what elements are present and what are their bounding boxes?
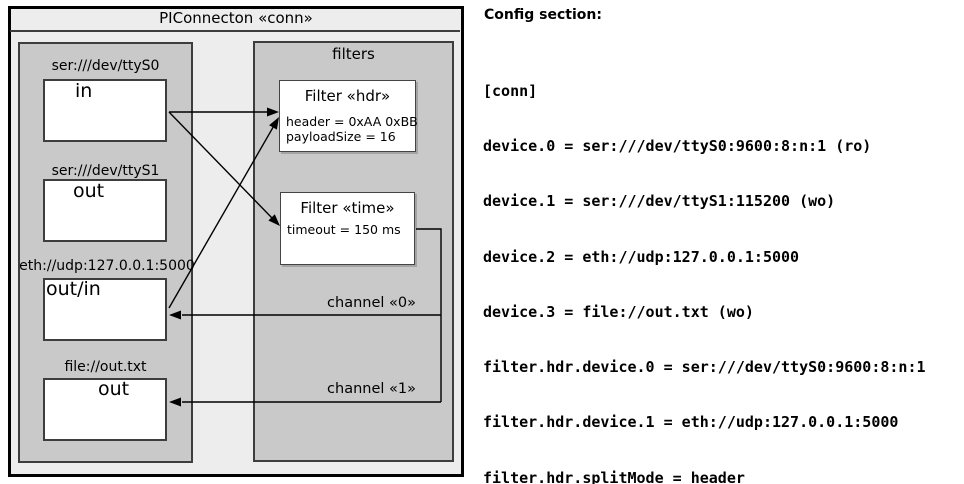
config-line: device.1 = ser:///dev/ttyS1:115200 (wo) [483, 192, 836, 211]
filter-time-prop-timeout: timeout = 150 ms [287, 222, 401, 237]
port-label-ttys0: in [75, 80, 93, 102]
config-line: device.3 = file://out.txt (wo) [483, 302, 754, 321]
filter-hdr-title: Filter «hdr» [304, 87, 391, 105]
filter-hdr-prop-payloadsize: payloadSize = 16 [286, 129, 396, 144]
device-box-ttys0 [43, 79, 167, 142]
config-line: [conn] [483, 81, 538, 100]
device-box-ttys1 [43, 179, 167, 242]
config-line: device.2 = eth://udp:127.0.0.1:5000 [483, 247, 800, 266]
filters-caption: filters [332, 45, 375, 63]
device-uri-file: file://out.txt [64, 359, 147, 375]
diagram-title: PIConnecton «conn» [159, 9, 313, 27]
device-box-eth [43, 278, 167, 341]
port-label-eth: out/in [46, 278, 101, 300]
config-heading: Config section: [484, 7, 602, 23]
device-box-file [43, 378, 167, 441]
device-uri-eth: eth://udp:127.0.0.1:5000 [19, 258, 195, 274]
device-uri-ttys0: ser:///dev/ttyS0 [51, 58, 160, 74]
device-uri-ttys1: ser:///dev/ttyS1 [51, 163, 160, 179]
config-text: [conn] device.0 = ser:///dev/ttyS0:9600:… [483, 45, 961, 484]
config-line: filter.hdr.device.1 = eth://udp:127.0.0.… [483, 413, 899, 432]
filter-hdr-prop-header: header = 0xAA 0xBB [286, 114, 418, 129]
port-label-file: out [98, 378, 130, 400]
config-line: filter.hdr.device.0 = ser:///dev/ttyS0:9… [483, 358, 926, 377]
config-line: device.0 = ser:///dev/ttyS0:9600:8:n:1 (… [483, 137, 872, 156]
filter-time-title: Filter «time» [300, 199, 395, 217]
channel-0-label: channel «0» [327, 295, 416, 311]
channel-1-label: channel «1» [327, 381, 416, 397]
filter-box-time: Filter «time» timeout = 150 ms [280, 192, 415, 265]
config-line: filter.hdr.splitMode = header [483, 468, 745, 484]
filter-box-hdr: Filter «hdr» header = 0xAA 0xBB payloadS… [279, 80, 418, 152]
port-label-ttys1: out [73, 180, 105, 202]
title-separator [10, 30, 460, 32]
